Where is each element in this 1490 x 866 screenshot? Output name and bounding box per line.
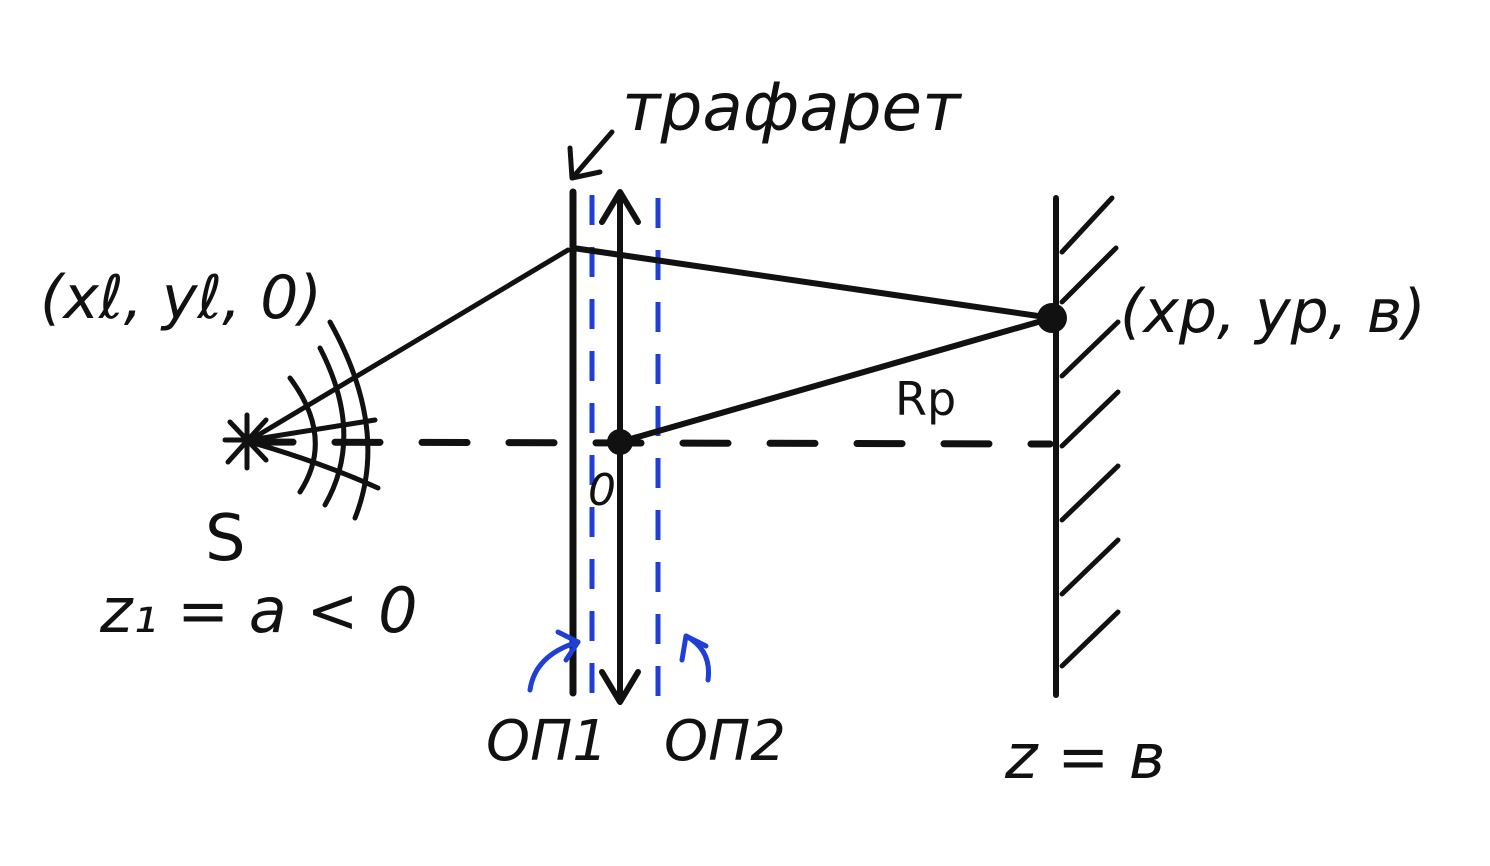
plane1-label: ОП1	[486, 709, 608, 774]
wavefront-arcs	[287, 319, 371, 521]
receiver-point	[1037, 303, 1067, 333]
plane2-label: ОП2	[664, 709, 786, 774]
origin-point	[607, 429, 633, 455]
screen-hatching	[1059, 195, 1121, 669]
optical-axis	[244, 438, 1054, 448]
source-name-label: S	[205, 502, 246, 576]
source-plane-label: z₁ = a < 0	[99, 574, 418, 647]
plane1-pointer-arrow	[527, 629, 581, 693]
origin-label: 0	[588, 465, 616, 516]
stencil-label: трафарет	[622, 69, 963, 146]
source-rays	[247, 247, 571, 491]
receiver-coordinates-label: (xp, yp, в)	[1120, 277, 1426, 347]
screen-plane-label: z = в	[1004, 720, 1165, 793]
source-coordinates-label: (xℓ, yℓ, 0)	[40, 263, 322, 333]
distance-label: Rp	[895, 372, 956, 426]
stencil-to-receiver-ray	[570, 245, 1055, 321]
source-point	[222, 412, 273, 471]
plane2-pointer-arrow	[679, 633, 712, 683]
stencil-pointer-arrow	[567, 129, 615, 181]
distance-ray	[617, 315, 1055, 445]
